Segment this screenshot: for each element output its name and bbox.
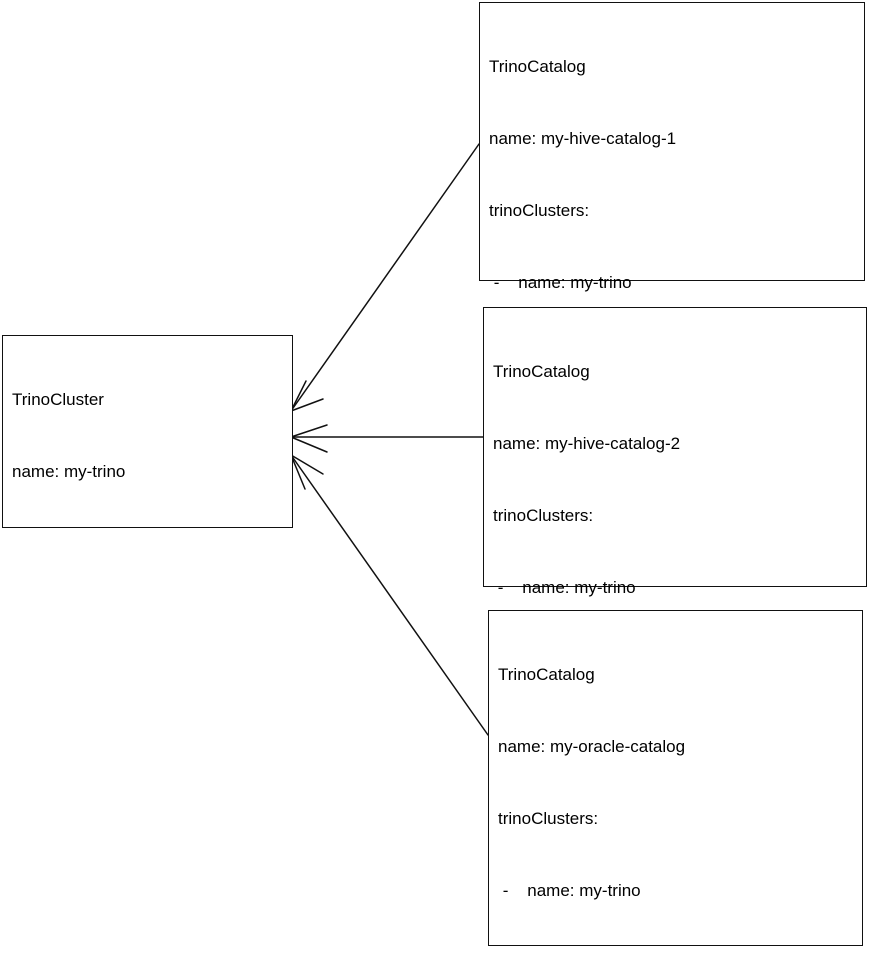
edge-catalog-1-to-cluster xyxy=(290,143,480,412)
node-trino-catalog-my-hive-catalog-2[interactable]: TrinoCatalog name: my-hive-catalog-2 tri… xyxy=(483,307,867,885)
node-line: name: my-hive-catalog-1 xyxy=(489,129,677,148)
edge-catalog-2-to-cluster xyxy=(290,424,484,453)
node-line: trinoClusters: xyxy=(493,506,594,525)
node-line: TrinoCatalog xyxy=(489,57,586,76)
node-trino-catalog-my-hive-catalog-1[interactable]: TrinoCatalog name: my-hive-catalog-1 tri… xyxy=(479,2,865,652)
node-line: TrinoCluster xyxy=(12,390,104,409)
node-line: - name: my-trino xyxy=(493,578,636,597)
node-line: - name: my-trino xyxy=(498,881,641,900)
node-line: - name: my-trino xyxy=(489,273,632,292)
edge-catalog-3-to-cluster xyxy=(290,454,489,736)
node-trino-catalog-my-oracle-catalog[interactable]: TrinoCatalog name: my-oracle-catalog tri… xyxy=(488,610,863,954)
node-line: TrinoCatalog xyxy=(498,665,595,684)
node-line: name: my-hive-catalog-2 xyxy=(493,434,681,453)
node-line: name: my-trino xyxy=(12,462,126,481)
node-trino-cluster[interactable]: TrinoCluster name: my-trino xyxy=(2,335,293,528)
node-trino-catalog-3-text: TrinoCatalog name: my-oracle-catalog tri… xyxy=(498,615,858,954)
node-line: TrinoCatalog xyxy=(493,362,590,381)
node-line: trinoClusters: xyxy=(489,201,590,220)
node-line: trinoClusters: xyxy=(498,809,599,828)
node-trino-cluster-text: TrinoCluster name: my-trino xyxy=(12,340,288,532)
node-line: name: my-oracle-catalog xyxy=(498,737,686,756)
